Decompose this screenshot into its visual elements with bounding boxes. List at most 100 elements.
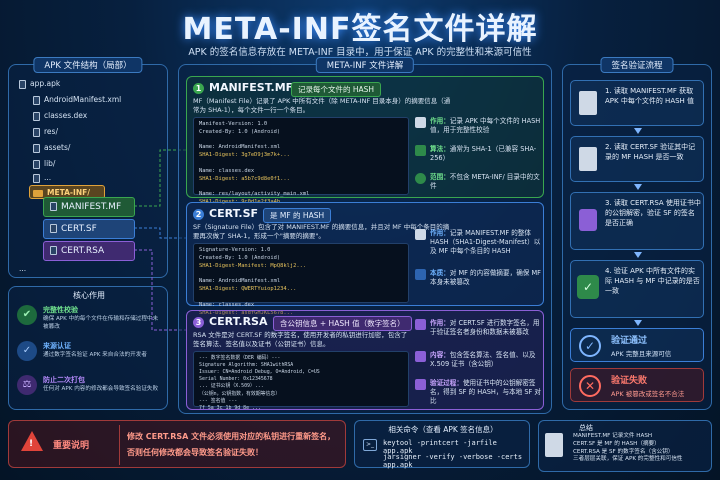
tree-item-res[interactable]: res/ — [33, 127, 58, 137]
connector-rsa — [134, 249, 188, 331]
code-line — [199, 270, 403, 278]
tree-item-cert-sf[interactable]: CERT.SF — [43, 219, 135, 239]
folder-icon — [33, 143, 40, 153]
section-number: 3 — [193, 317, 204, 328]
code-line: Created-By: 1.0 (Android) — [199, 254, 281, 261]
section-cert-rsa: 3 CERT.RSA 含公钥信息 + HASH 值（数字签名） RSA 文件是对… — [186, 310, 544, 411]
feature-item: 验证过程：使用证书中的公钥解密签名，得到 SF 的 HASH，与本地 SF 对比 — [430, 379, 541, 405]
code-line: Name: AndroidManifest.xml — [199, 144, 281, 151]
scale-icon: ⚖ — [17, 375, 37, 395]
pass-desc: APK 完整且来源可信 — [611, 350, 672, 358]
code-line: Name: classes.dex — [199, 167, 255, 174]
document-icon — [415, 229, 426, 240]
file-icon — [33, 95, 40, 105]
role-integrity-title: 完整性校验 — [43, 306, 78, 314]
apk-structure-panel: APK 文件结构（局部） app.apk AndroidManifest.xml… — [8, 57, 168, 278]
file-icon — [50, 202, 57, 211]
code-line: SHA1-Digest: 3g7eD9j3m7k+... — [199, 152, 290, 159]
tree-item-assets[interactable]: assets/ — [33, 143, 70, 153]
code-line: --- 数字签名数据（DER 编码）--- — [199, 355, 281, 361]
summary-panel: 总结 MANIFEST.MF 记录文件 HASH CERT.SF 是 MF 的 … — [538, 420, 712, 472]
feature-item: 本质：对 MF 的内容做摘要，确保 MF 本身未被篡改 — [430, 269, 541, 286]
flow-step-text: 4. 验证 APK 中所有文件的实际 HASH 与 MF 中记录的是否一致 — [605, 267, 700, 295]
feature-item: 作用：对 CERT.SF 进行数字签名，用于验证签名者身份和数据未被篡改 — [430, 319, 540, 336]
flow-step-text: 2. 读取 CERT.SF 验证其中记录的 MF HASH 是否一致 — [605, 143, 696, 161]
code-line: Manifest-Version: 1.0 — [199, 121, 268, 127]
code-line: Signature-Version: 1.0 — [199, 247, 271, 253]
notice-text-1: 修改 CERT.RSA 文件必须使用对应的私钥进行重新签名， — [127, 432, 336, 441]
file-icon — [33, 173, 40, 183]
section-desc: MF（Manifest File）记录了 APK 中所有文件（除 META-IN… — [193, 97, 451, 114]
section-cert-sf: 2 CERT.SF 是 MF 的 HASH SF（Signature File）… — [186, 202, 544, 316]
summary-line: CERT.RSA 是 SF 的数字签名（含公钥） — [573, 448, 674, 455]
divider — [119, 425, 120, 465]
flow-step-3: 3. 读取 CERT.RSA 使用证书中的公钥解密，验证 SF 的签名是否正确 — [570, 192, 704, 250]
gear-icon — [415, 351, 426, 362]
role-repack-title: 防止二次打包 — [43, 376, 85, 384]
certificate-icon: ✓ — [17, 341, 37, 361]
tree-item-app-apk[interactable]: app.apk — [19, 79, 60, 89]
tree-item-manifest-mf[interactable]: MANIFEST.MF — [43, 197, 135, 217]
code-line: SHA1-Digest: a5b7c9d8e0f1... — [199, 175, 290, 182]
feature-item: 作用：记录 MANIFEST.MF 的整体 HASH（SHA1-Digest-M… — [430, 229, 541, 255]
code-line: Name: AndroidManifest.xml — [199, 278, 281, 285]
section-tag: 记录每个文件的 HASH — [291, 82, 382, 97]
gear-icon — [415, 145, 426, 156]
verify-pass-box: ✓ 验证通过 APK 完整且来源可信 — [570, 328, 704, 362]
command-1[interactable]: keytool -printcert -jarfile app.apk — [383, 439, 497, 455]
verify-fail-box: ✕ 验证失败 APK 被篡改或签名不合法 — [570, 368, 704, 402]
fail-title: 验证失败 — [611, 376, 648, 386]
folder-icon — [33, 159, 40, 169]
section-number: 2 — [193, 209, 204, 220]
role-auth-desc: 通过数字签名验证 APK 来自合法的开发者 — [43, 352, 147, 358]
code-line: Issuer: CN=Android Debug, O=Android, C=U… — [199, 369, 320, 376]
pass-title: 验证通过 — [611, 336, 648, 346]
code-line: 7f 5a 3c 1b 9d 8e ... — [199, 404, 261, 411]
core-roles-title: 核心作用 — [73, 291, 105, 300]
layers-icon — [415, 269, 426, 280]
key-icon — [415, 379, 426, 390]
code-line: SHA1-Digest-Manifest: MpQ8klj2... — [199, 262, 307, 269]
tree-item-more: ... — [19, 264, 27, 273]
connector-sf — [134, 227, 188, 239]
command-2[interactable]: jarsigner -verify -verbose -certs app.ap… — [383, 453, 523, 469]
tree-item-lib[interactable]: lib/ — [33, 159, 55, 169]
notice-label: 重要说明 — [53, 441, 90, 451]
section-manifest-mf: 1 MANIFEST.MF 记录每个文件的 HASH MF（Manifest F… — [186, 76, 544, 205]
summary-title: 总结 — [579, 424, 593, 432]
tree-item-classes-dex[interactable]: classes.dex — [33, 111, 87, 121]
arrow-down-icon — [634, 128, 642, 134]
tree-item-manifest-xml[interactable]: AndroidManifest.xml — [33, 95, 121, 105]
apk-structure-title: APK 文件结构（局部） — [33, 57, 143, 73]
summary-lines: MANIFEST.MF 记录文件 HASH CERT.SF 是 MF 的 HAS… — [573, 433, 683, 464]
summary-line: 三者层层关联，保证 APK 的完整性和可信性 — [573, 456, 683, 463]
page-title: META-INF签名文件详解 — [182, 12, 538, 47]
check-circle-icon: ✓ — [579, 335, 601, 357]
target-icon — [415, 173, 426, 184]
section-desc: RSA 文件是对 CERT.SF 的数字签名，使用开发者的私钥进行加密，包含了签… — [193, 331, 408, 348]
arrow-down-icon — [634, 320, 642, 326]
code-line — [199, 137, 403, 145]
code-line — [199, 160, 403, 168]
folder-icon — [33, 127, 40, 137]
important-notice: ! 重要说明 修改 CERT.RSA 文件必须使用对应的私钥进行重新签名， 否则… — [8, 420, 346, 468]
verify-flow-title: 签名验证流程 — [600, 57, 674, 73]
document-icon — [579, 147, 597, 171]
section-title: CERT.SF — [209, 207, 259, 220]
code-sample: --- 数字签名数据（DER 编码）---Signature Algorithm… — [193, 351, 409, 411]
document-icon — [579, 91, 597, 115]
code-line: Name: classes.dex — [199, 301, 255, 308]
arrow-down-icon — [634, 184, 642, 190]
folder-icon — [33, 189, 43, 197]
section-tag: 含公钥信息 + HASH 值（数字签名） — [273, 316, 412, 331]
section-title: CERT.RSA — [209, 315, 268, 328]
flow-step-text: 1. 读取 MANIFEST.MF 获取 APK 中每个文件的 HASH 值 — [605, 87, 695, 105]
commands-panel: 相关命令（查看 APK 签名信息） >_ keytool -printcert … — [354, 420, 530, 469]
section-tag: 是 MF 的 HASH — [263, 208, 332, 223]
meta-inf-detail-title: META-INF 文件详解 — [315, 57, 415, 73]
feature-item: 算法：通常为 SHA-1（已兼容 SHA-256） — [430, 145, 537, 162]
tree-item-cert-rsa[interactable]: CERT.RSA — [43, 241, 135, 261]
summary-line: CERT.SF 是 MF 的 HASH（摘要） — [573, 440, 660, 447]
